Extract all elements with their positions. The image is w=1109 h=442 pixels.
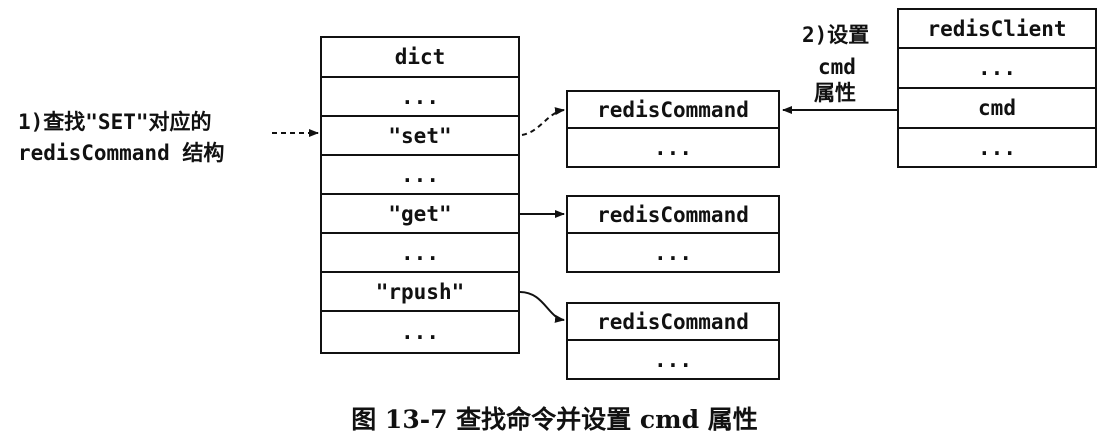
redis-client-cell-ellipsis: ...: [978, 135, 1016, 160]
redis-command-body: ...: [654, 240, 692, 265]
dict-header: dict: [322, 38, 518, 78]
redis-command-title: redisCommand: [568, 304, 778, 341]
dict-table: dict ... "set" ... "get" ... "rpush" ...: [320, 36, 520, 354]
rpush-to-command-arrow: [519, 291, 565, 323]
step2-label-line2: cmd: [818, 55, 856, 79]
redis-command-box-set: redisCommand ...: [566, 90, 780, 168]
step2-label-line1: 2)设置: [802, 23, 870, 47]
redis-client-table: redisClient ... cmd ...: [897, 8, 1097, 168]
redis-command-box-rpush: redisCommand ...: [566, 302, 780, 380]
dict-cell-ellipsis: ...: [401, 320, 439, 344]
dict-cell-ellipsis: ...: [322, 78, 518, 117]
dict-cell-get: "get": [322, 195, 518, 234]
step2-label-line3: 属性: [814, 81, 856, 105]
redis-command-title: redisCommand: [568, 92, 778, 129]
redis-command-body: ...: [654, 135, 692, 160]
redis-command-body: ...: [654, 347, 692, 372]
step1-label-line1: 1)查找"SET"对应的: [18, 110, 212, 134]
redis-client-header: redisClient: [899, 10, 1095, 49]
dict-cell-set: "set": [322, 117, 518, 156]
redis-client-cell-ellipsis: ...: [899, 49, 1095, 89]
figure-caption: 图 13-7 查找命令并设置 cmd 属性: [351, 405, 758, 434]
redis-command-box-get: redisCommand ...: [566, 195, 780, 273]
set-to-command-arrow: [521, 107, 565, 136]
dict-cell-ellipsis: ...: [322, 234, 518, 273]
dict-cell-ellipsis: ...: [322, 156, 518, 195]
dict-cell-rpush: "rpush": [322, 273, 518, 312]
step1-label-line2: redisCommand 结构: [18, 141, 225, 165]
redis-command-title: redisCommand: [568, 197, 778, 234]
redis-client-cell-cmd: cmd: [899, 89, 1095, 129]
